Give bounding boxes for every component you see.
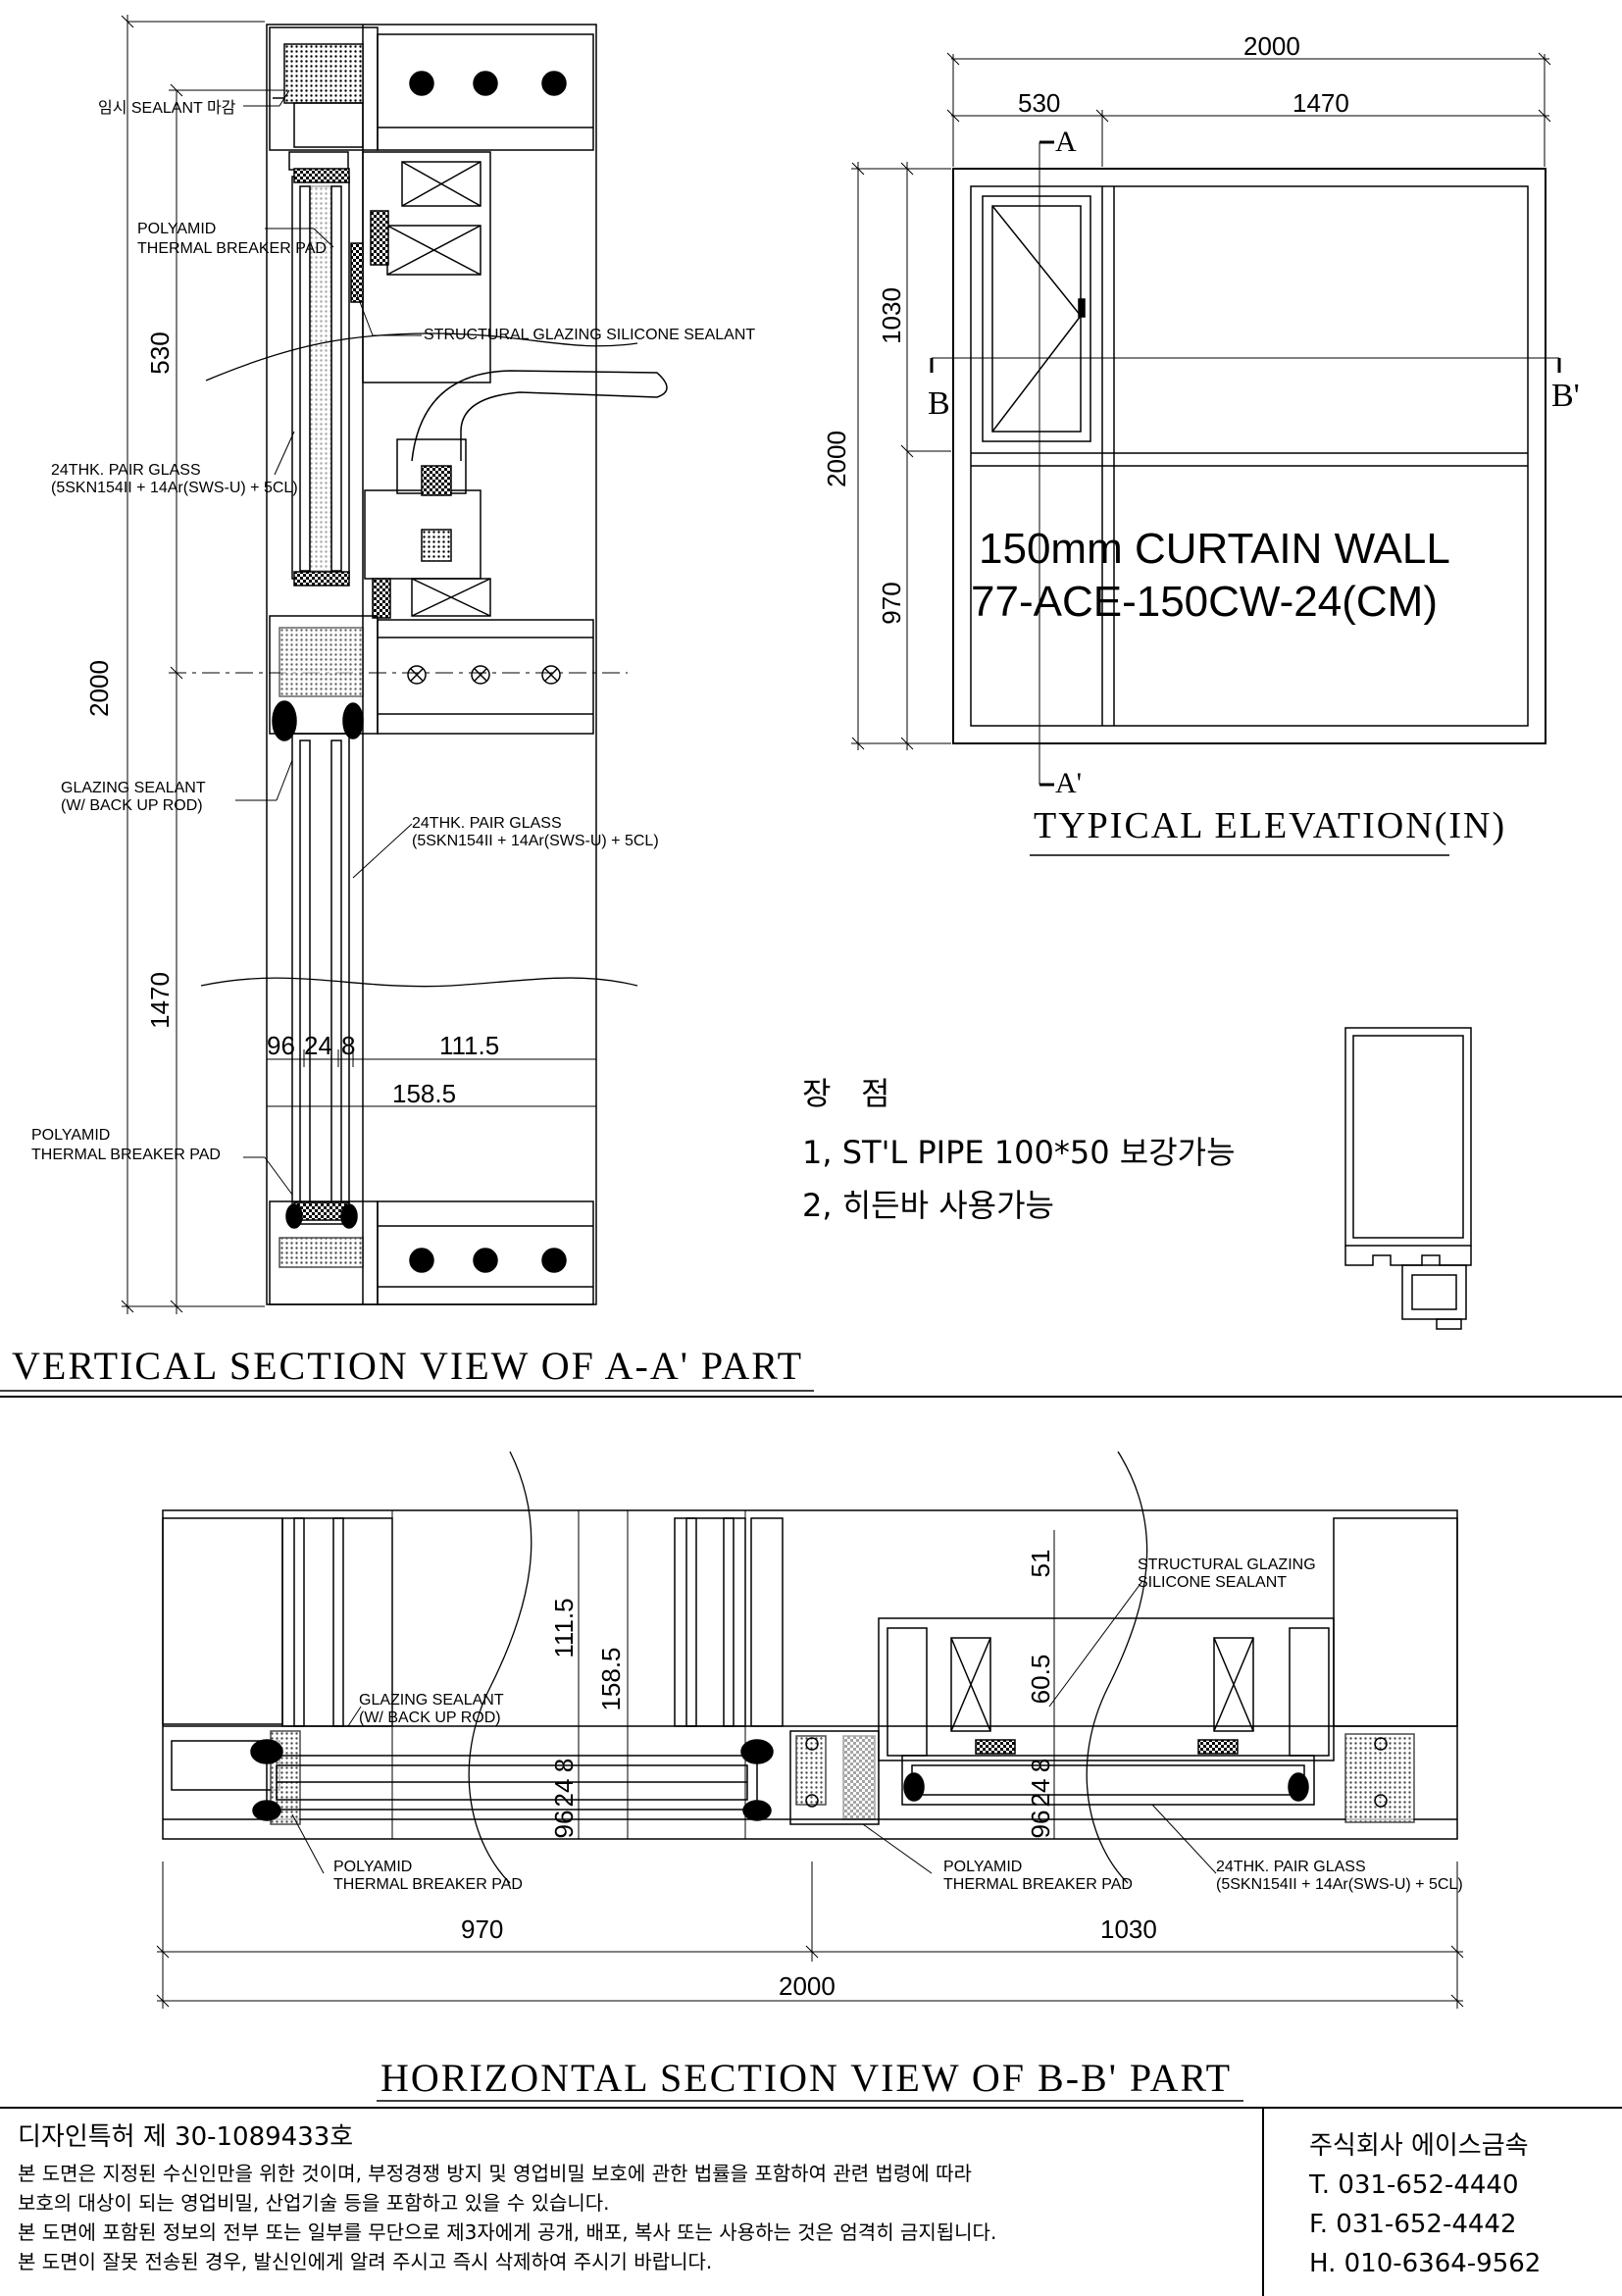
dim-elev-upper-height: 1030	[877, 287, 906, 344]
vertical-section-view	[121, 15, 668, 1314]
h-dim-96-right: 96	[1026, 1811, 1055, 1839]
bottom-mullion	[269, 1200, 594, 1305]
horizontal-dimension-lines	[156, 1510, 1464, 2009]
h-dim-24-left: 24	[549, 1779, 579, 1808]
h-dim-8-right: 8	[1026, 1759, 1055, 1772]
title-block-divider	[1262, 2109, 1264, 2296]
h-callout-glazing-2: (W/ BACK UP ROD)	[359, 1709, 501, 1726]
dim-elev-right-width: 1470	[1293, 88, 1349, 118]
dim-111-5: 111.5	[439, 1031, 499, 1060]
elevation-labels: 2000 530 1470 2000 1030 970 A A' B B' 15…	[822, 31, 1580, 846]
callout-glass-upper-1: 24THK. PAIR GLASS	[51, 462, 201, 479]
company-tel: T. 031-652-4440	[1309, 2170, 1519, 2200]
elevation-view	[851, 52, 1561, 787]
h-dim-111-5: 111.5	[549, 1598, 579, 1658]
upper-transom	[350, 151, 491, 383]
product-name: 150mm CURTAIN WALL	[979, 525, 1450, 573]
vertical-section-title: VERTICAL SECTION VIEW OF A-A' PART	[12, 1344, 803, 1388]
h-dim-8-left: 8	[549, 1759, 579, 1772]
dim-elev-total-width: 2000	[1243, 31, 1300, 61]
company-contact: 주식회사 에이스금속 T. 031-652-4440 F. 031-652-44…	[1309, 2126, 1541, 2283]
hidden-bar-profile	[1344, 1027, 1472, 1330]
dim-elev-left-width: 530	[1018, 88, 1060, 118]
h-callout-polyamid-right-2: THERMAL BREAKER PAD	[943, 1876, 1133, 1893]
h-dim-1030: 1030	[1100, 1914, 1157, 1944]
dim-elev-lower-height: 970	[877, 582, 906, 624]
h-callout-polyamid-left-2: THERMAL BREAKER PAD	[333, 1876, 523, 1893]
company-fax: F. 031-652-4442	[1309, 2210, 1517, 2239]
elevation-dimension-lines	[851, 52, 1551, 750]
callout-polyamid-upper-2: THERMAL BREAKER PAD	[137, 240, 327, 257]
notice-line-2: 보호의 대상이 되는 영업비밀, 산업기술 등을 포함하고 있을 수 있습니다.	[18, 2191, 610, 2215]
middle-mullion	[269, 615, 594, 741]
elevation-title: TYPICAL ELEVATION(IN)	[1034, 805, 1506, 846]
h-dim-96-left: 96	[549, 1811, 579, 1839]
horizontal-leader-lines	[291, 1580, 1217, 1874]
h-dim-60-5: 60.5	[1026, 1655, 1055, 1705]
title-block: 디자인특허 제 30-1089433호 본 도면은 지정된 수신인만을 위한 것…	[0, 2107, 1622, 2296]
h-dim-970: 970	[461, 1914, 503, 1944]
dim-8: 8	[341, 1031, 355, 1060]
top-mullion	[269, 26, 594, 171]
company-mobile: H. 010-6364-9562	[1309, 2249, 1542, 2278]
dim-vertical-total: 2000	[84, 660, 114, 717]
h-dim-24-right: 24	[1026, 1779, 1055, 1808]
advantage-item-2: 2, 히든바 사용가능	[802, 1187, 1054, 1224]
callout-temp-sealant: 임시 SEALANT 마감	[98, 99, 236, 117]
vertical-leader-lines	[235, 89, 422, 1196]
callout-glass-lower-1: 24THK. PAIR GLASS	[412, 815, 562, 832]
section-mark-b: B	[928, 385, 950, 422]
callout-polyamid-upper-1: POLYAMID	[137, 221, 216, 237]
notice-line-4: 본 도면이 잘못 전송된 경우, 발신인에게 알려 주시고 즉시 삭제하여 주시…	[18, 2250, 713, 2273]
section-mark-a-prime: A'	[1055, 767, 1082, 799]
dim-vertical-upper: 530	[145, 332, 175, 374]
h-dim-2000: 2000	[779, 1971, 836, 2001]
h-callout-polyamid-left-1: POLYAMID	[333, 1859, 412, 1875]
dim-158-5: 158.5	[392, 1079, 456, 1108]
bottom-width-dimensions	[266, 1049, 597, 1113]
callout-glazing-sealant-2: (W/ BACK UP ROD)	[61, 797, 203, 814]
h-callout-structural-1: STRUCTURAL GLAZING	[1138, 1556, 1316, 1573]
advantages-heading: 장 점	[802, 1075, 889, 1112]
section-mark-b-prime: B'	[1551, 378, 1580, 414]
vertical-dimension-lines	[121, 15, 628, 1314]
advantage-item-1: 1, ST'L PIPE 100*50 보강가능	[802, 1134, 1236, 1171]
advantages-block: 장 점 1, ST'L PIPE 100*50 보강가능 2, 히든바 사용가능	[802, 1075, 1236, 1224]
callout-structural-sealant: STRUCTURAL GLAZING SILICONE SEALANT	[424, 327, 755, 343]
design-patent-number: 디자인특허 제 30-1089433호	[18, 2122, 354, 2152]
product-code: 77-ACE-150CW-24(CM)	[971, 578, 1438, 626]
lower-glass-unit	[285, 733, 358, 1229]
break-lines	[200, 332, 638, 988]
callout-glass-lower-2: (5SKN154II + 14Ar(SWS-U) + 5CL)	[412, 833, 659, 849]
notice-line-1: 본 도면은 지정된 수신인만을 위한 것이며, 부정경쟁 방지 및 영업비밀 보…	[18, 2162, 972, 2185]
callout-polyamid-lower-1: POLYAMID	[31, 1127, 110, 1144]
h-callout-glass-2: (5SKN154II + 14Ar(SWS-U) + 5CL)	[1216, 1876, 1463, 1893]
callout-glazing-sealant-1: GLAZING SEALANT	[61, 780, 206, 796]
horizontal-section-view	[156, 1451, 1464, 2009]
h-callout-glazing-1: GLAZING SEALANT	[359, 1692, 504, 1709]
horizontal-section-title: HORIZONTAL SECTION VIEW OF B-B' PART	[380, 2056, 1232, 2100]
anchor-bracket	[364, 370, 668, 619]
section-mark-a: A	[1055, 126, 1077, 158]
dim-96: 96	[267, 1031, 295, 1060]
dim-elev-total-height: 2000	[822, 431, 851, 487]
company-name: 주식회사 에이스금속	[1309, 2131, 1529, 2161]
legal-notice: 디자인특허 제 30-1089433호 본 도면은 지정된 수신인만을 위한 것…	[18, 2117, 1253, 2276]
h-callout-polyamid-right-1: POLYAMID	[943, 1859, 1022, 1875]
dim-vertical-lower: 1470	[145, 972, 175, 1029]
callout-polyamid-lower-2: THERMAL BREAKER PAD	[31, 1147, 221, 1163]
upper-glass-unit	[291, 168, 350, 587]
notice-line-3: 본 도면에 포함된 정보의 전부 또는 일부를 무단으로 제3자에게 공개, 배…	[18, 2220, 997, 2244]
vertical-section-labels: 2000 530 1470 96 24 8 111.5 158.5 임시 SEA…	[31, 99, 755, 1163]
h-dim-158-5: 158.5	[596, 1647, 626, 1710]
dim-24: 24	[304, 1031, 332, 1060]
h-callout-glass-1: 24THK. PAIR GLASS	[1216, 1859, 1366, 1875]
h-callout-structural-2: SILICONE SEALANT	[1138, 1574, 1287, 1591]
h-dim-51: 51	[1026, 1550, 1055, 1578]
horizontal-section-labels: 111.5 158.5 8 24 96 51 60.5 8 24 96 970 …	[333, 1550, 1463, 2001]
callout-glass-upper-2: (5SKN154II + 14Ar(SWS-U) + 5CL)	[51, 480, 298, 496]
